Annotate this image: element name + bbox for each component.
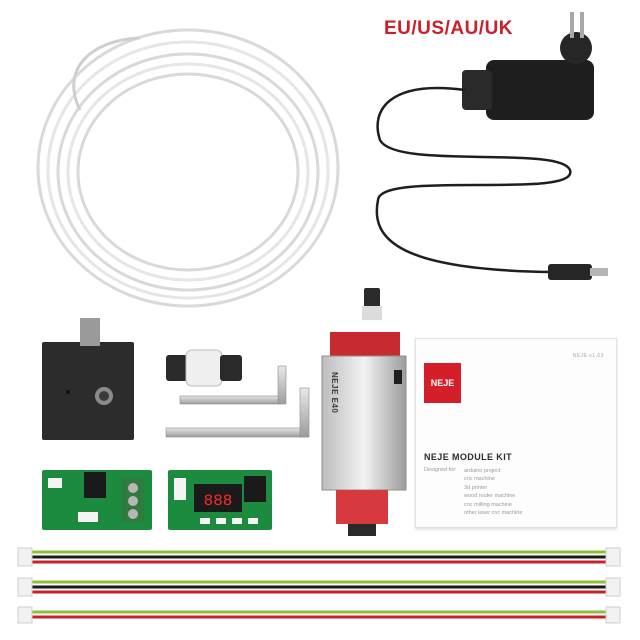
manual-title: NEJE MODULE KIT: [424, 452, 513, 462]
hex-key-icon: [165, 365, 310, 438]
led-readout: 888: [204, 492, 233, 510]
region-title: EU/US/AU/UK: [384, 18, 514, 39]
laser-module: [321, 288, 407, 536]
cable-1: [17, 547, 621, 567]
power-adapter-icon: [462, 12, 594, 120]
list-item: wood router machine: [464, 493, 516, 500]
driver-board-pcb: [42, 470, 152, 530]
list-item: 3d printer: [464, 484, 488, 491]
list-item: cnc milling machine: [464, 501, 512, 508]
application-list: arduino project cnc machine 3d printer w…: [464, 467, 522, 517]
cable-3: [17, 606, 621, 624]
display-board-pcb: [168, 470, 272, 530]
manual-card: NEJE NEJE v1.03 NEJE MODULE KIT Designed…: [415, 338, 617, 528]
module-brand: NEJE E40: [330, 372, 339, 414]
list-item: cnc machine: [464, 476, 495, 483]
dc-plug-icon: [548, 264, 592, 280]
designed-for-label: Designed for:: [424, 467, 457, 473]
neje-logo: NEJE: [424, 363, 461, 403]
cable-2: [17, 577, 621, 597]
manual-version: NEJE v1.03: [572, 353, 604, 359]
push-fitting-icon: [166, 349, 242, 387]
list-item: arduino project: [464, 468, 501, 474]
adapter-cable: [375, 86, 572, 274]
heat-sink-block: [42, 318, 134, 440]
air-tube-coil-icon: [36, 28, 340, 308]
list-item: other laser cnc machine: [464, 510, 523, 517]
